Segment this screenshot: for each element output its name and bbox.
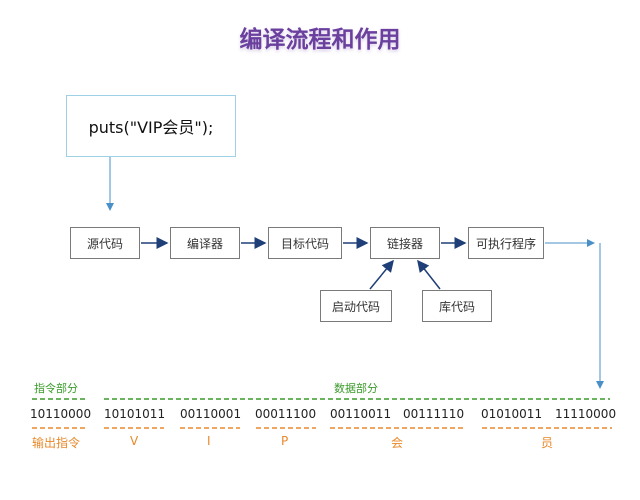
code-snippet-box: puts("VIP会员"); (66, 95, 236, 157)
node-executable: 可执行程序 (468, 227, 544, 259)
arrow-startup-to-linker (369, 259, 394, 290)
output-label-p: P (281, 434, 289, 448)
arrow-library-to-linker (417, 259, 441, 290)
node-compiler-label: 编译器 (186, 236, 223, 251)
node-startup-code-label: 启动代码 (331, 299, 380, 314)
node-library-code-label: 库代码 (438, 299, 475, 314)
node-library-code: 库代码 (422, 290, 492, 322)
page-title: 编译流程和作用 (239, 26, 401, 53)
data-section-label: 数据部分 (334, 382, 378, 395)
binary-instruction: 10110000 (30, 407, 92, 421)
node-linker-label: 链接器 (386, 236, 423, 251)
binary-data-2: 00011100 (255, 407, 317, 421)
binary-data-3: 00110011 (330, 407, 392, 421)
binary-data-0: 10101011 (104, 407, 166, 421)
node-linker: 链接器 (370, 227, 440, 259)
code-snippet-text: puts("VIP会员"); (88, 118, 214, 137)
binary-data-4: 00111110 (403, 407, 465, 421)
node-object-code: 目标代码 (268, 227, 342, 259)
binary-data-6: 11110000 (555, 407, 617, 421)
instruction-section-label: 指令部分 (34, 382, 78, 395)
node-compiler: 编译器 (170, 227, 240, 259)
output-label-yuan: 员 (541, 436, 554, 450)
output-label-i: I (207, 434, 211, 448)
node-executable-label: 可执行程序 (475, 236, 536, 251)
output-label-hui: 会 (391, 436, 404, 450)
output-label-v: V (130, 434, 139, 448)
output-label-instruction: 输出指令 (32, 436, 81, 450)
binary-data-1: 00110001 (180, 407, 242, 421)
node-object-code-label: 目标代码 (280, 236, 329, 251)
binary-data-5: 01010011 (481, 407, 543, 421)
node-startup-code: 启动代码 (320, 290, 392, 322)
node-source-code: 源代码 (70, 227, 140, 259)
node-source-code-label: 源代码 (86, 236, 123, 251)
